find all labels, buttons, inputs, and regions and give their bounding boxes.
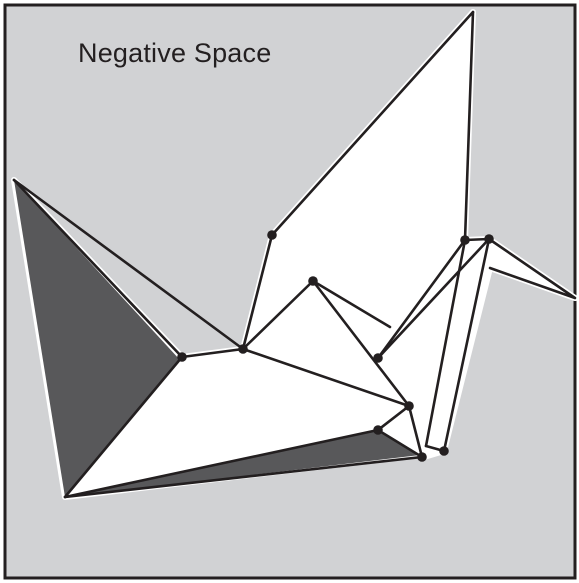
- vertex-dot: [460, 235, 470, 245]
- vertex-dot: [417, 452, 427, 462]
- vertex-dot: [373, 353, 383, 363]
- vertex-dot: [373, 425, 383, 435]
- vertex-dot: [404, 401, 414, 411]
- vertex-dot: [177, 352, 187, 362]
- vertex-dot: [439, 446, 449, 456]
- vertex-dot: [267, 230, 277, 240]
- negative-space-label: Negative Space: [78, 38, 271, 69]
- vertex-dot: [308, 276, 318, 286]
- vertex-dot: [484, 234, 494, 244]
- vertex-dot: [238, 344, 248, 354]
